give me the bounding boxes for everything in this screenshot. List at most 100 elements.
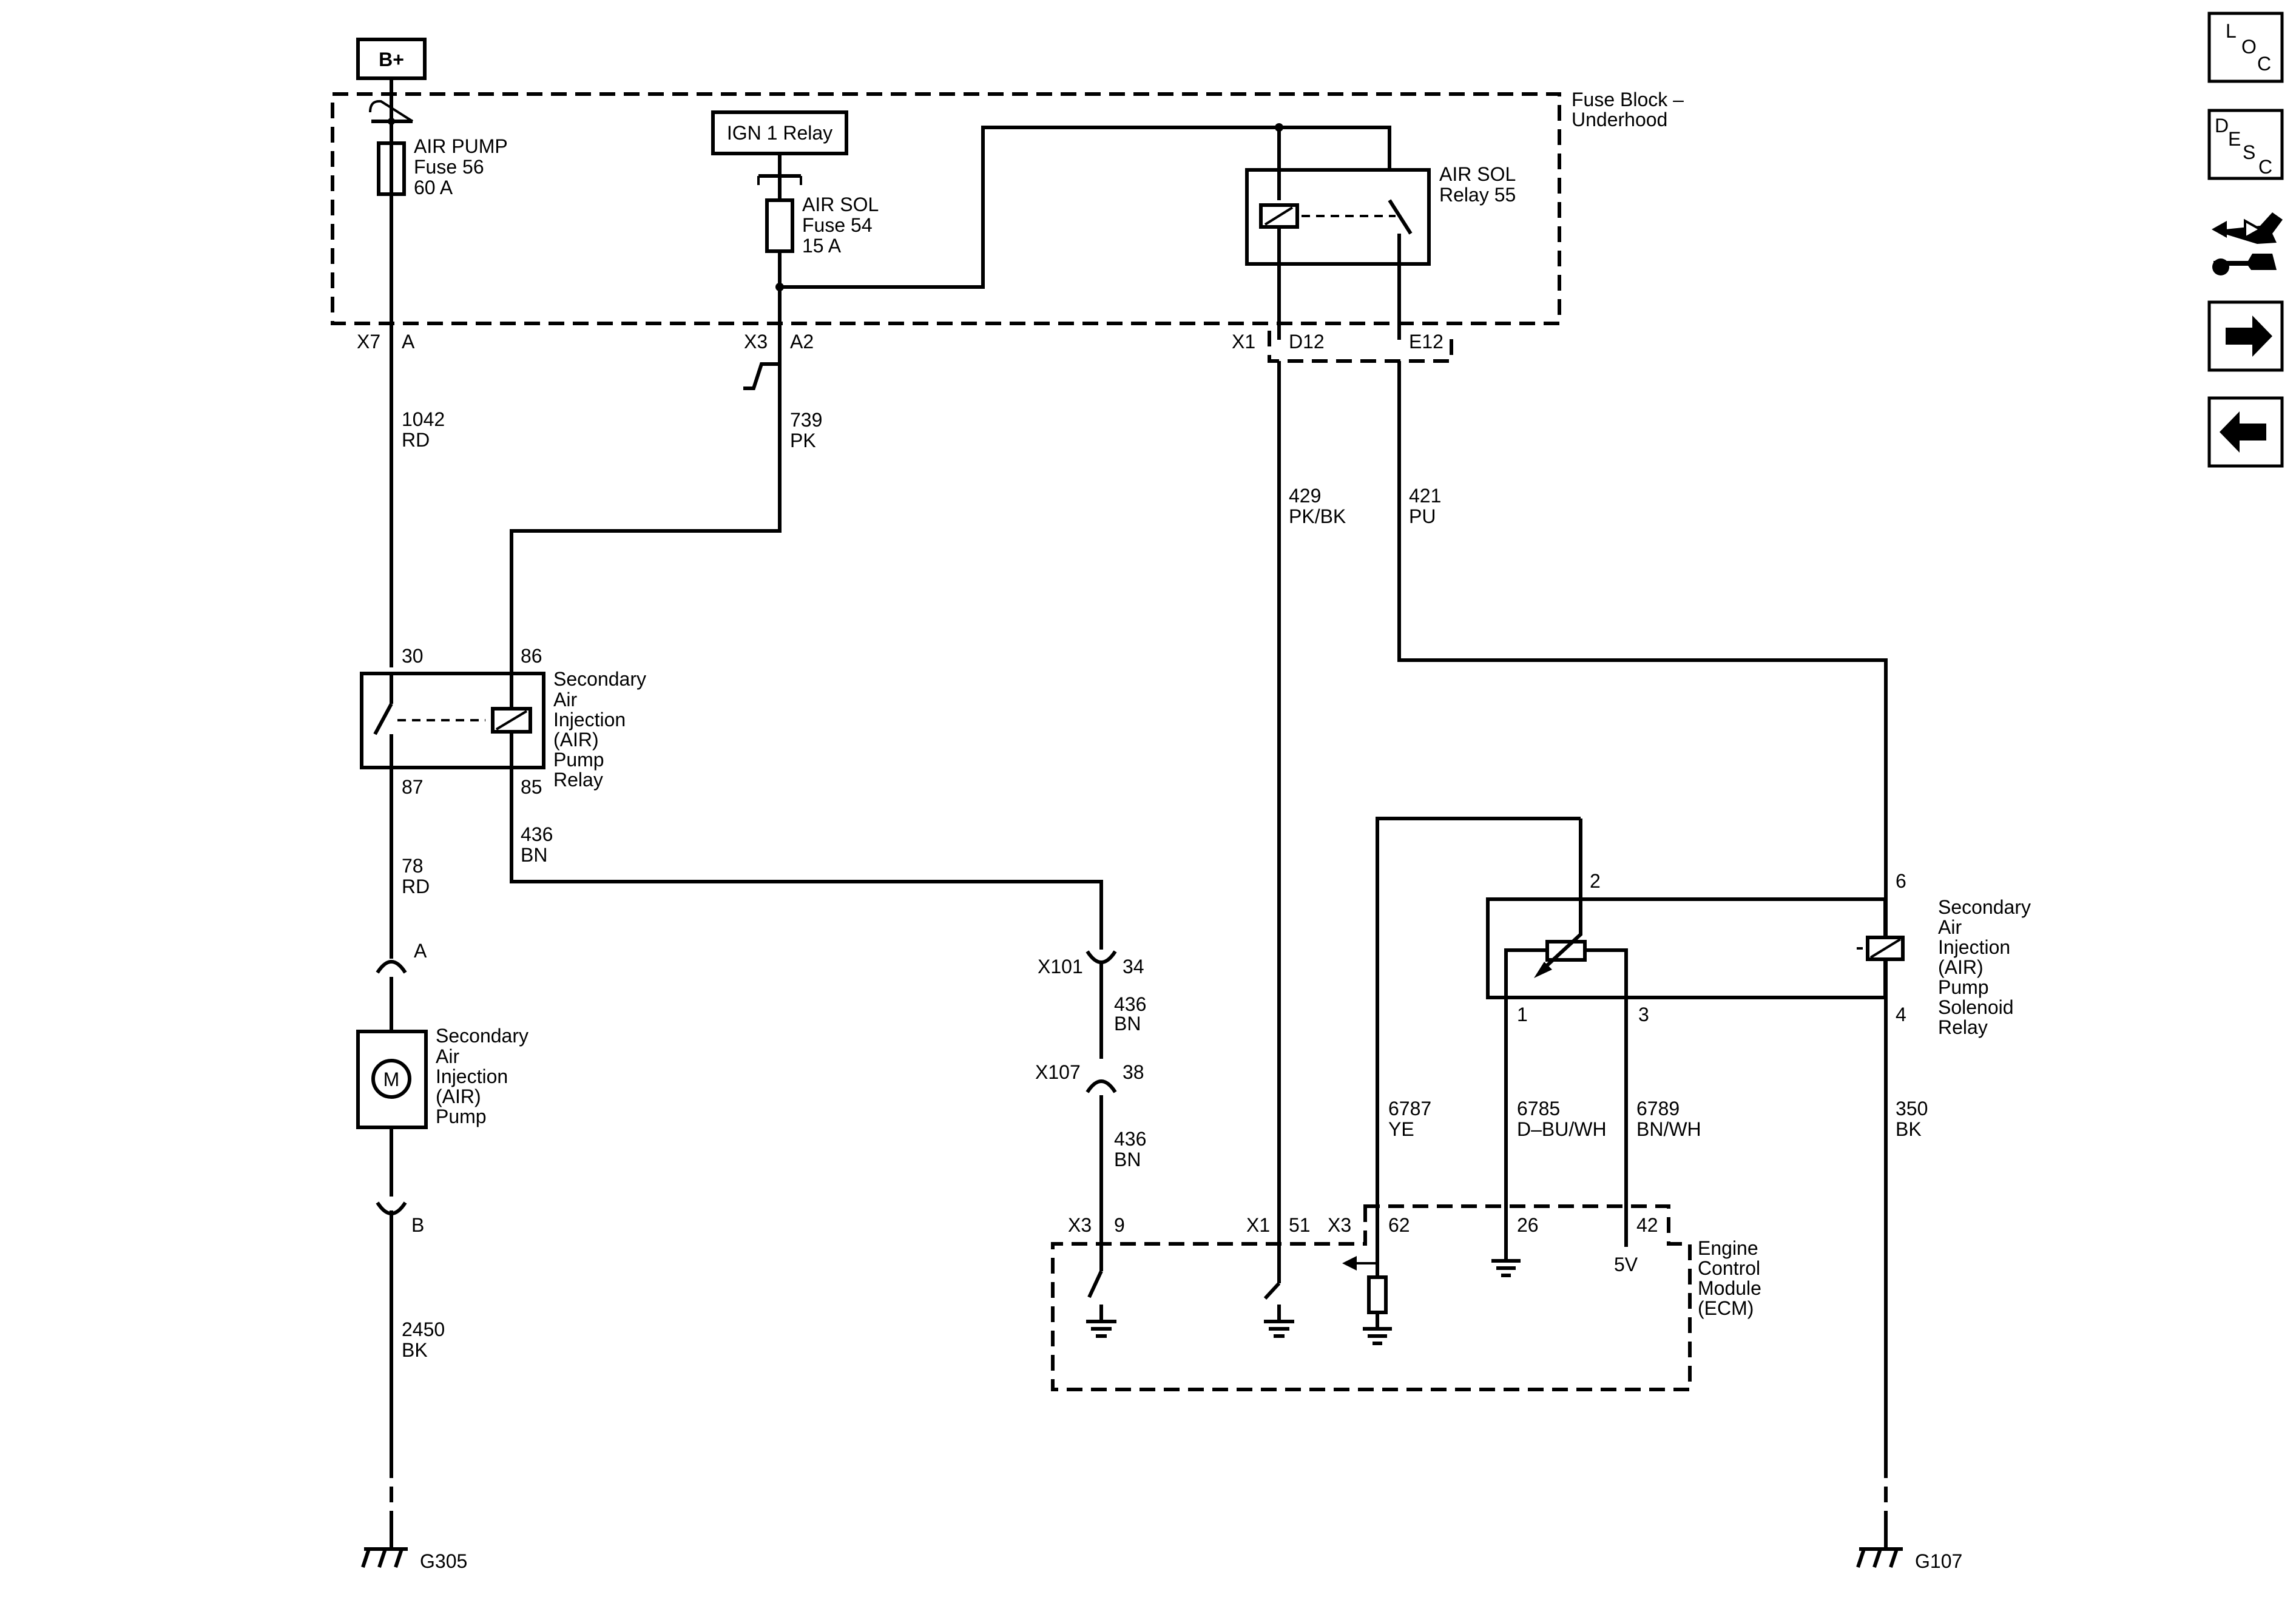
nav-desc-letter-2: E	[2228, 128, 2241, 150]
air-sol-fuse-54: AIR SOL Fuse 54 15 A	[757, 154, 879, 291]
wire-436c-num: 436	[1114, 1128, 1146, 1150]
wire-436c-color: BN	[1114, 1149, 1141, 1170]
wire-2450-num: 2450	[402, 1318, 445, 1340]
wire-350-num: 350	[1896, 1098, 1928, 1119]
wire-436a-num: 436	[521, 823, 553, 845]
ecm-label-4: (ECM)	[1698, 1297, 1754, 1319]
air-pump-solenoid-relay: 2 6 1 3 4 Secondary Air Injection (AIR) …	[1486, 819, 2031, 1462]
air-pump-relay-label-2: Air	[553, 689, 577, 711]
solenoid-relay-label-2: Air	[1938, 916, 1962, 938]
fuse-block-label: Fuse Block –	[1572, 89, 1684, 110]
air-pump-fuse-56: AIR PUMP Fuse 56 60 A	[369, 78, 508, 667]
arrow-left-icon[interactable]	[2207, 396, 2284, 468]
wire-739-num: 739	[790, 409, 822, 431]
wire-350-color: BK	[1896, 1118, 1922, 1140]
nav-loc-button[interactable]: L O C	[2207, 12, 2284, 83]
engine-control-module: Engine Control Module (ECM) X3 9 X1 51 X…	[1051, 1204, 1761, 1391]
ecm-connector-x3b: X3	[1328, 1214, 1351, 1236]
relay-pin-85: 85	[521, 776, 542, 798]
air-pump-relay-label-3: Injection	[553, 709, 626, 731]
ecm-label-1: Engine	[1698, 1237, 1758, 1259]
ecm-connector-x1: X1	[1246, 1214, 1270, 1236]
air-pump-label-1: Secondary	[436, 1025, 528, 1047]
ecm-5v-reference: 5V	[1614, 1254, 1638, 1275]
air-sol-relay-55: AIR SOL Relay 55	[1245, 127, 1516, 340]
air-pump-relay-label-6: Relay	[553, 769, 603, 791]
air-pump-fuse-number: Fuse 56	[414, 156, 484, 178]
ecm-connector-x1-pin: 51	[1289, 1214, 1311, 1236]
air-pump-label-3: Injection	[436, 1065, 508, 1087]
wire-6785-num: 6785	[1517, 1098, 1560, 1119]
arrow-right-icon[interactable]	[2207, 300, 2284, 372]
air-sol-relay-name: AIR SOL	[1439, 163, 1516, 185]
air-sol-fuse-rating: 15 A	[802, 235, 842, 257]
pump-connector-a: A	[376, 940, 427, 1031]
wire-436a-color: BN	[521, 844, 547, 866]
solenoid-relay-label-5: Pump	[1938, 976, 1989, 998]
wire-739-color: PK	[790, 430, 816, 451]
wire-78-color: RD	[402, 876, 430, 897]
solenoid-relay-label-1: Secondary	[1938, 896, 2031, 918]
solenoid-relay-label-6: Solenoid	[1938, 996, 2014, 1018]
nav-desc-letter-4: C	[2258, 156, 2272, 178]
relay-pin-86: 86	[521, 645, 542, 667]
connector-wrench-icon[interactable]	[2212, 212, 2283, 275]
wire-1042-color: RD	[402, 429, 430, 451]
ign1-relay-source: IGN 1 Relay	[711, 110, 848, 155]
nav-loc-letter-2: O	[2241, 36, 2257, 58]
secondary-air-pump: M Secondary Air Injection (AIR) Pump	[356, 1025, 528, 1129]
solenoid-relay-pin-3: 3	[1638, 1004, 1649, 1025]
wire-6789-num: 6789	[1636, 1098, 1680, 1119]
air-pump-label-5: Pump	[436, 1106, 487, 1127]
air-pump-label-4: (AIR)	[436, 1085, 481, 1107]
ecm-label-2: Control	[1698, 1257, 1760, 1279]
ground-g305-label: G305	[420, 1550, 467, 1572]
nav-desc-button[interactable]: D E S C	[2207, 109, 2284, 180]
wire-6787-color: YE	[1388, 1118, 1414, 1140]
ecm-pin-26: 26	[1517, 1214, 1539, 1236]
relay-pin-87: 87	[402, 776, 424, 798]
air-sol-fuse-number: Fuse 54	[802, 214, 873, 236]
connector-x7-pin: A	[402, 331, 415, 353]
fuse-block-label-2: Underhood	[1572, 109, 1667, 130]
wire-429-color: PK/BK	[1289, 505, 1346, 527]
pump-connector-a-pin: A	[414, 940, 427, 962]
wire-78-num: 78	[402, 855, 424, 877]
ecm-pin-42: 42	[1636, 1214, 1658, 1236]
relay-pin-30: 30	[402, 645, 424, 667]
ecm-connector-x3: X3	[1068, 1214, 1092, 1236]
b-plus-source: B+	[356, 38, 427, 80]
connector-x101: X101 34	[1038, 934, 1144, 1059]
air-pump-relay-label-5: Pump	[553, 749, 604, 771]
air-pump-relay-label-4: (AIR)	[553, 729, 599, 751]
air-sol-fuse-name: AIR SOL	[802, 194, 879, 215]
connector-x107-name: X107	[1035, 1061, 1081, 1083]
nav-desc-letter-3: S	[2243, 141, 2255, 163]
air-pump-label-2: Air	[436, 1045, 459, 1067]
connector-x1-top: X1	[1232, 331, 1255, 353]
nav-loc-letter-3: C	[2257, 53, 2271, 75]
connector-x3-top: X3	[744, 331, 768, 353]
air-pump-relay-label-1: Secondary	[553, 668, 646, 690]
solenoid-relay-label-3: Injection	[1938, 936, 2010, 958]
solenoid-relay-pin-6: 6	[1896, 870, 1906, 892]
wire-436b-num: 436	[1114, 993, 1146, 1015]
air-sol-relay-number: Relay 55	[1439, 184, 1516, 206]
wire-1042-num: 1042	[402, 408, 445, 430]
ground-g305: G305	[361, 1523, 467, 1572]
connector-x7: X7	[357, 331, 380, 353]
solenoid-relay-pin-1: 1	[1517, 1004, 1528, 1025]
ground-g107-label: G107	[1915, 1550, 1962, 1572]
connector-x107-pin: 38	[1123, 1061, 1144, 1083]
ecm-connector-x3-pin: 9	[1114, 1214, 1125, 1236]
connector-x101-name: X101	[1038, 956, 1083, 977]
ecm-connector-x3b-pin: 62	[1388, 1214, 1410, 1236]
pump-motor-symbol: M	[383, 1068, 400, 1090]
wire-429-num: 429	[1289, 485, 1321, 507]
pump-connector-b-pin: B	[411, 1214, 424, 1236]
wire-6787-num: 6787	[1388, 1098, 1431, 1119]
b-plus-label: B+	[379, 49, 404, 70]
wire-6785-color: D–BU/WH	[1517, 1118, 1607, 1140]
wire-421-num: 421	[1409, 485, 1441, 507]
